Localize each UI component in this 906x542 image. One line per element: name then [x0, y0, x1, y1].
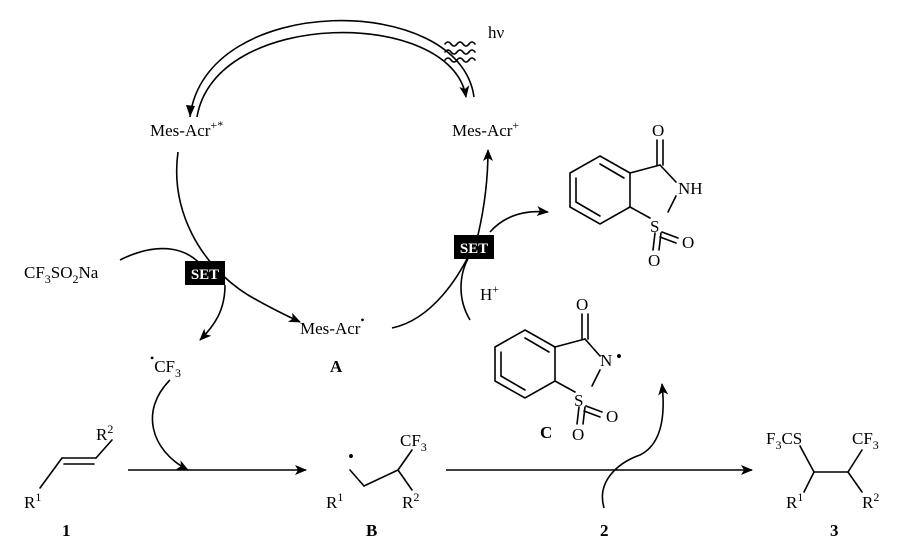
- arc-outer-head: [186, 105, 195, 117]
- radical-C-sulfur: S: [574, 391, 583, 410]
- excitation-double-arc: [186, 19, 475, 118]
- compound-3-label: 3: [830, 521, 839, 540]
- proton-arrow-in: [460, 254, 471, 321]
- radical-C-dot: •: [616, 347, 622, 366]
- compound-3-structure: [799, 445, 863, 493]
- reagent-2-to-C-arrow: [601, 383, 669, 509]
- arc-inner: [196, 31, 470, 118]
- compound-1-structure: [39, 439, 113, 489]
- compound-B-radical-dot: •: [348, 447, 354, 466]
- radical-C-label: C: [540, 423, 552, 442]
- radical-C-oxygen: O: [576, 295, 588, 314]
- catalyst-ground: Mes-Acr+: [452, 118, 519, 140]
- svg-text:SET: SET: [191, 267, 219, 283]
- catalyst-radical: Mes-Acr•: [300, 313, 365, 338]
- radical-C-nitrogen: N: [600, 351, 612, 370]
- saccharin-arrow-out: [489, 206, 549, 233]
- compound-3-r2: R2: [862, 490, 879, 512]
- compound-1-r2: R2: [96, 422, 113, 444]
- compound-B-r2: R2: [402, 490, 419, 512]
- saccharin-oxygen-bottom: O: [648, 251, 660, 270]
- sodium-triflinate: CF3SO2Na: [24, 263, 99, 286]
- compound-B-structure: [349, 449, 413, 491]
- arc-excited-to-radical: [176, 151, 301, 323]
- compound-3-f3cs: F3CS: [766, 429, 802, 452]
- saccharin-structure: [569, 139, 679, 251]
- reagent-2-label: 2: [600, 521, 609, 540]
- catalyst-excited: Mes-Acr+*: [150, 118, 223, 140]
- saccharin-oxygen-right: O: [682, 233, 694, 252]
- compound-1-label: 1: [62, 521, 71, 540]
- cf3-radical-arrow-out: [199, 284, 226, 341]
- radical-C-oxygen-right: O: [606, 407, 618, 426]
- arc-outer: [189, 19, 475, 118]
- cf3-addition-arrow: [151, 379, 189, 471]
- saccharin-sulfur: S: [650, 217, 659, 236]
- compound-B-r1: R1: [326, 490, 343, 512]
- light-wave-icon: [444, 41, 476, 63]
- radical-C-structure: [494, 313, 603, 425]
- proton-label: H+: [480, 282, 499, 304]
- saccharin-oxygen: O: [652, 121, 664, 140]
- saccharin-nh: NH: [678, 179, 703, 198]
- compound-1-r1: R1: [24, 490, 41, 512]
- compound-3-cf3: CF3: [852, 429, 879, 452]
- intermediate-label-A: A: [330, 357, 343, 376]
- cf3-radical: •CF3: [150, 351, 181, 380]
- light-label: hν: [488, 23, 505, 42]
- set-box-right: SET: [454, 235, 494, 259]
- radical-C-oxygen-bottom: O: [572, 425, 584, 444]
- compound-3-r1: R1: [786, 490, 803, 512]
- compound-B-cf3: CF3: [400, 431, 427, 454]
- set-box-left: SET: [185, 261, 225, 285]
- compound-B-label: B: [366, 521, 377, 540]
- svg-text:SET: SET: [460, 241, 488, 257]
